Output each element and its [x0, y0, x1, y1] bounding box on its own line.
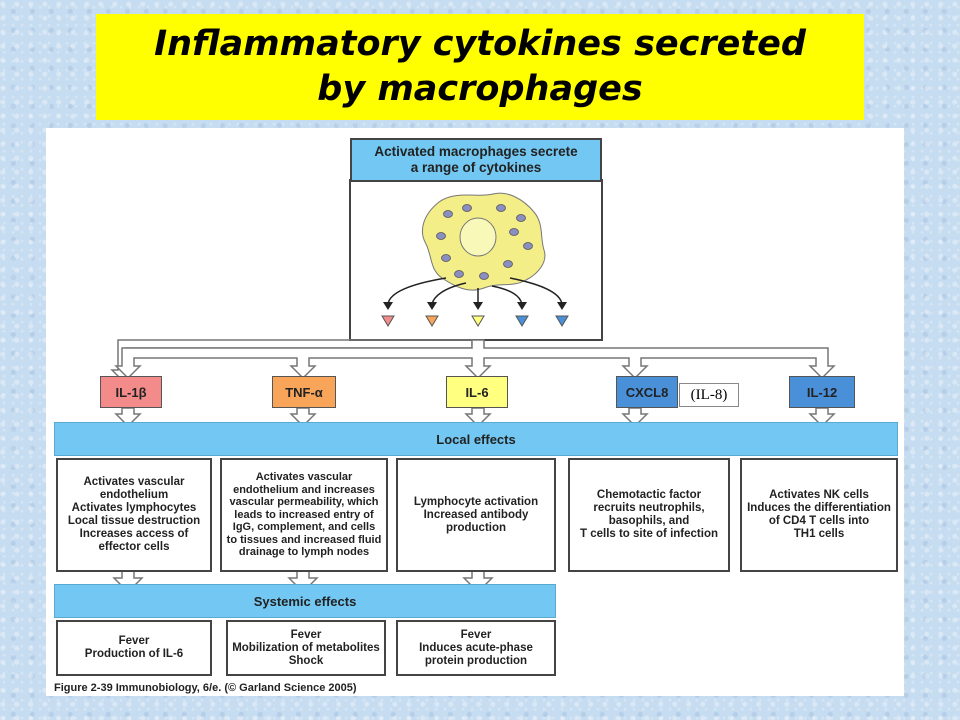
macrophage-granules: [436, 204, 533, 280]
diagram-graphics: [110, 179, 836, 594]
macrophage-nucleus: [459, 217, 497, 257]
figure-caption: Figure 2-39 Immunobiology, 6/e. (© Garla…: [54, 682, 357, 694]
slide-title: Inflammatory cytokines secreted by macro…: [96, 14, 864, 120]
top-summary-box: Activated macrophages secrete a range of…: [350, 138, 602, 182]
local-effect-tnf-alpha: Activates vascular endothelium and incre…: [220, 458, 388, 572]
systemic-effect-il-1-beta: Fever Production of IL-6: [56, 620, 212, 676]
tag-il-6: IL-6: [446, 376, 508, 408]
distribution-bar: [114, 339, 836, 380]
distribution-arrows: [110, 339, 473, 382]
local-effect-il-12: Activates NK cells Induces the different…: [740, 458, 898, 572]
cytokine-triangles: [381, 315, 569, 327]
tag-il-12: IL-12: [789, 376, 855, 408]
tag-il-1-beta: IL-1β: [100, 376, 162, 408]
local-effects-banner: Local effects: [54, 422, 898, 456]
slide-title-line-1: Inflammatory cytokines secreted: [154, 24, 806, 64]
cytokine-diagram: Activated macrophages secrete a range of…: [46, 128, 904, 696]
slide-title-line-2: by macrophages: [317, 69, 643, 109]
tag-to-local-arrows: [114, 407, 836, 428]
local-effect-il-1-beta: Activates vascular endothelium Activates…: [56, 458, 212, 572]
tag-tnf-alpha: TNF-α: [272, 376, 336, 408]
systemic-effects-banner: Systemic effects: [54, 584, 556, 618]
local-effect-cxcl8: Chemotactic factor recruits neutrophils,…: [568, 458, 730, 572]
cxcl8-alias-label: (IL-8): [679, 383, 739, 407]
systemic-effect-tnf-alpha: Fever Mobilization of metabolites Shock: [226, 620, 386, 676]
secretion-arrowheads: [383, 302, 567, 310]
systemic-effect-il-6: Fever Induces acute-phase protein produc…: [396, 620, 556, 676]
tag-cxcl8: CXCL8: [616, 376, 678, 408]
local-effect-il-6: Lymphocyte activation Increased antibody…: [396, 458, 556, 572]
